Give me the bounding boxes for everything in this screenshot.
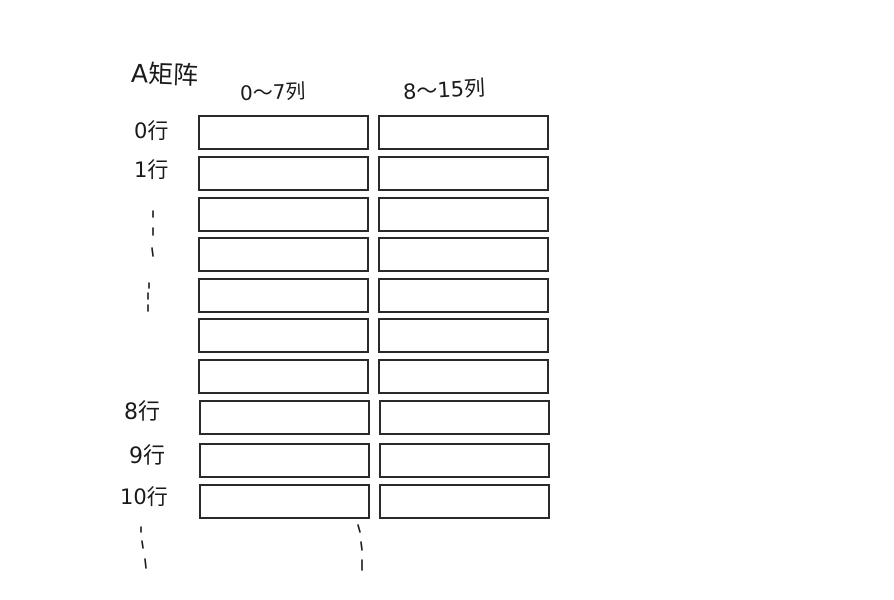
matrix-cell-row5-col1 — [378, 318, 549, 353]
matrix-cell-row7-col0 — [199, 400, 370, 435]
matrix-cell-row1-col0 — [198, 156, 369, 191]
row-label-9: 9行 — [129, 444, 165, 469]
ellipsis-dash — [360, 541, 363, 551]
matrix-cell-row5-col0 — [198, 318, 369, 353]
matrix-cell-row4-col0 — [198, 278, 369, 313]
matrix-cell-row3-col0 — [198, 237, 369, 272]
row-label-1: 1行 — [134, 158, 169, 182]
row-label-10: 10行 — [120, 485, 168, 509]
matrix-cell-row2-col0 — [198, 197, 369, 232]
matrix-cell-row3-col1 — [378, 237, 549, 272]
matrix-cell-row9-col1 — [379, 484, 550, 519]
matrix-cell-row8-col1 — [379, 443, 550, 478]
matrix-cell-row1-col1 — [378, 156, 549, 191]
matrix-cell-row2-col1 — [378, 197, 549, 232]
ellipsis-dash — [144, 558, 147, 569]
matrix-cell-row4-col1 — [378, 278, 549, 313]
matrix-cell-row6-col1 — [378, 359, 549, 394]
matrix-cell-row9-col0 — [199, 484, 370, 519]
matrix-cell-row7-col1 — [379, 400, 550, 435]
row-label-8: 8行 — [124, 400, 160, 425]
ellipsis-dash — [141, 540, 144, 549]
ellipsis-dash — [151, 247, 154, 257]
row-label-0: 0行 — [134, 119, 169, 143]
matrix-cell-row0-col1 — [378, 115, 549, 150]
ellipsis-dash — [357, 524, 361, 533]
matrix-cell-row0-col0 — [198, 115, 369, 150]
matrix-cell-row6-col0 — [198, 359, 369, 394]
matrix-cell-row8-col0 — [199, 443, 370, 478]
